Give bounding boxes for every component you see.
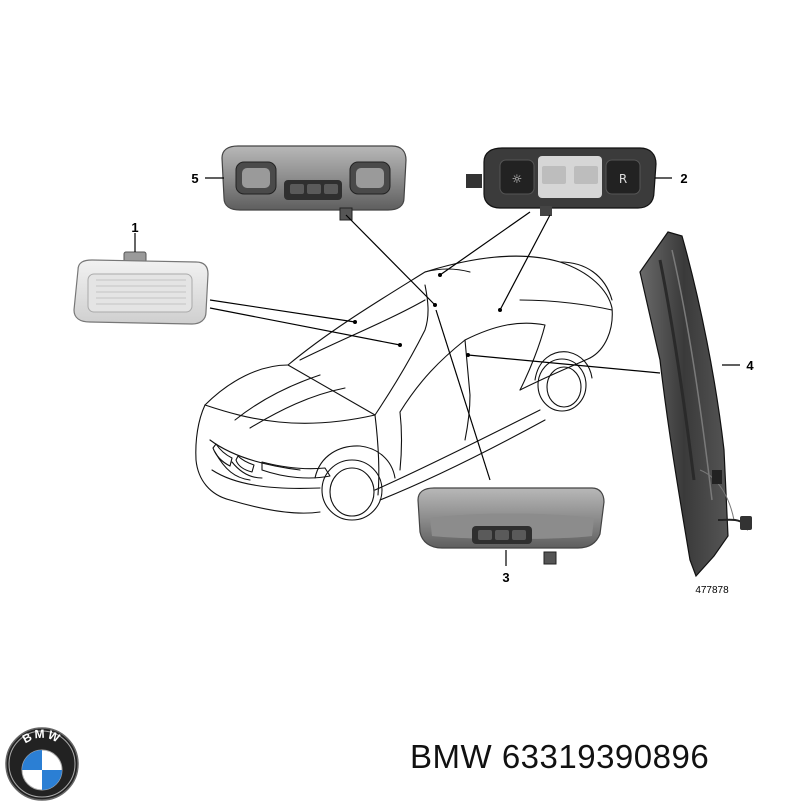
svg-text:R: R <box>619 172 627 186</box>
part-1-reading-lamp <box>73 251 209 325</box>
callout-3: 3 <box>502 570 509 585</box>
callout-5: 5 <box>191 171 198 186</box>
svg-text:BMW: BMW <box>20 727 64 746</box>
svg-text:☼: ☼ <box>512 172 523 186</box>
callout-2: 2 <box>680 171 687 186</box>
drawing-number: 477878 <box>695 585 729 596</box>
part-4-light-strip <box>639 231 752 578</box>
bmw-logo: BMW <box>5 727 79 801</box>
part-3-overhead-console <box>417 487 605 565</box>
part-2-rear-reading-light: ☼ R <box>466 147 657 216</box>
logo-text: BMW <box>20 727 62 746</box>
part-number-caption: BMW 63319390896 <box>410 738 710 775</box>
callout-4: 4 <box>746 358 754 373</box>
leader-lines <box>134 177 740 566</box>
car-outline <box>195 255 613 521</box>
part-5-front-overhead-console <box>221 145 407 221</box>
callout-1: 1 <box>131 220 138 235</box>
